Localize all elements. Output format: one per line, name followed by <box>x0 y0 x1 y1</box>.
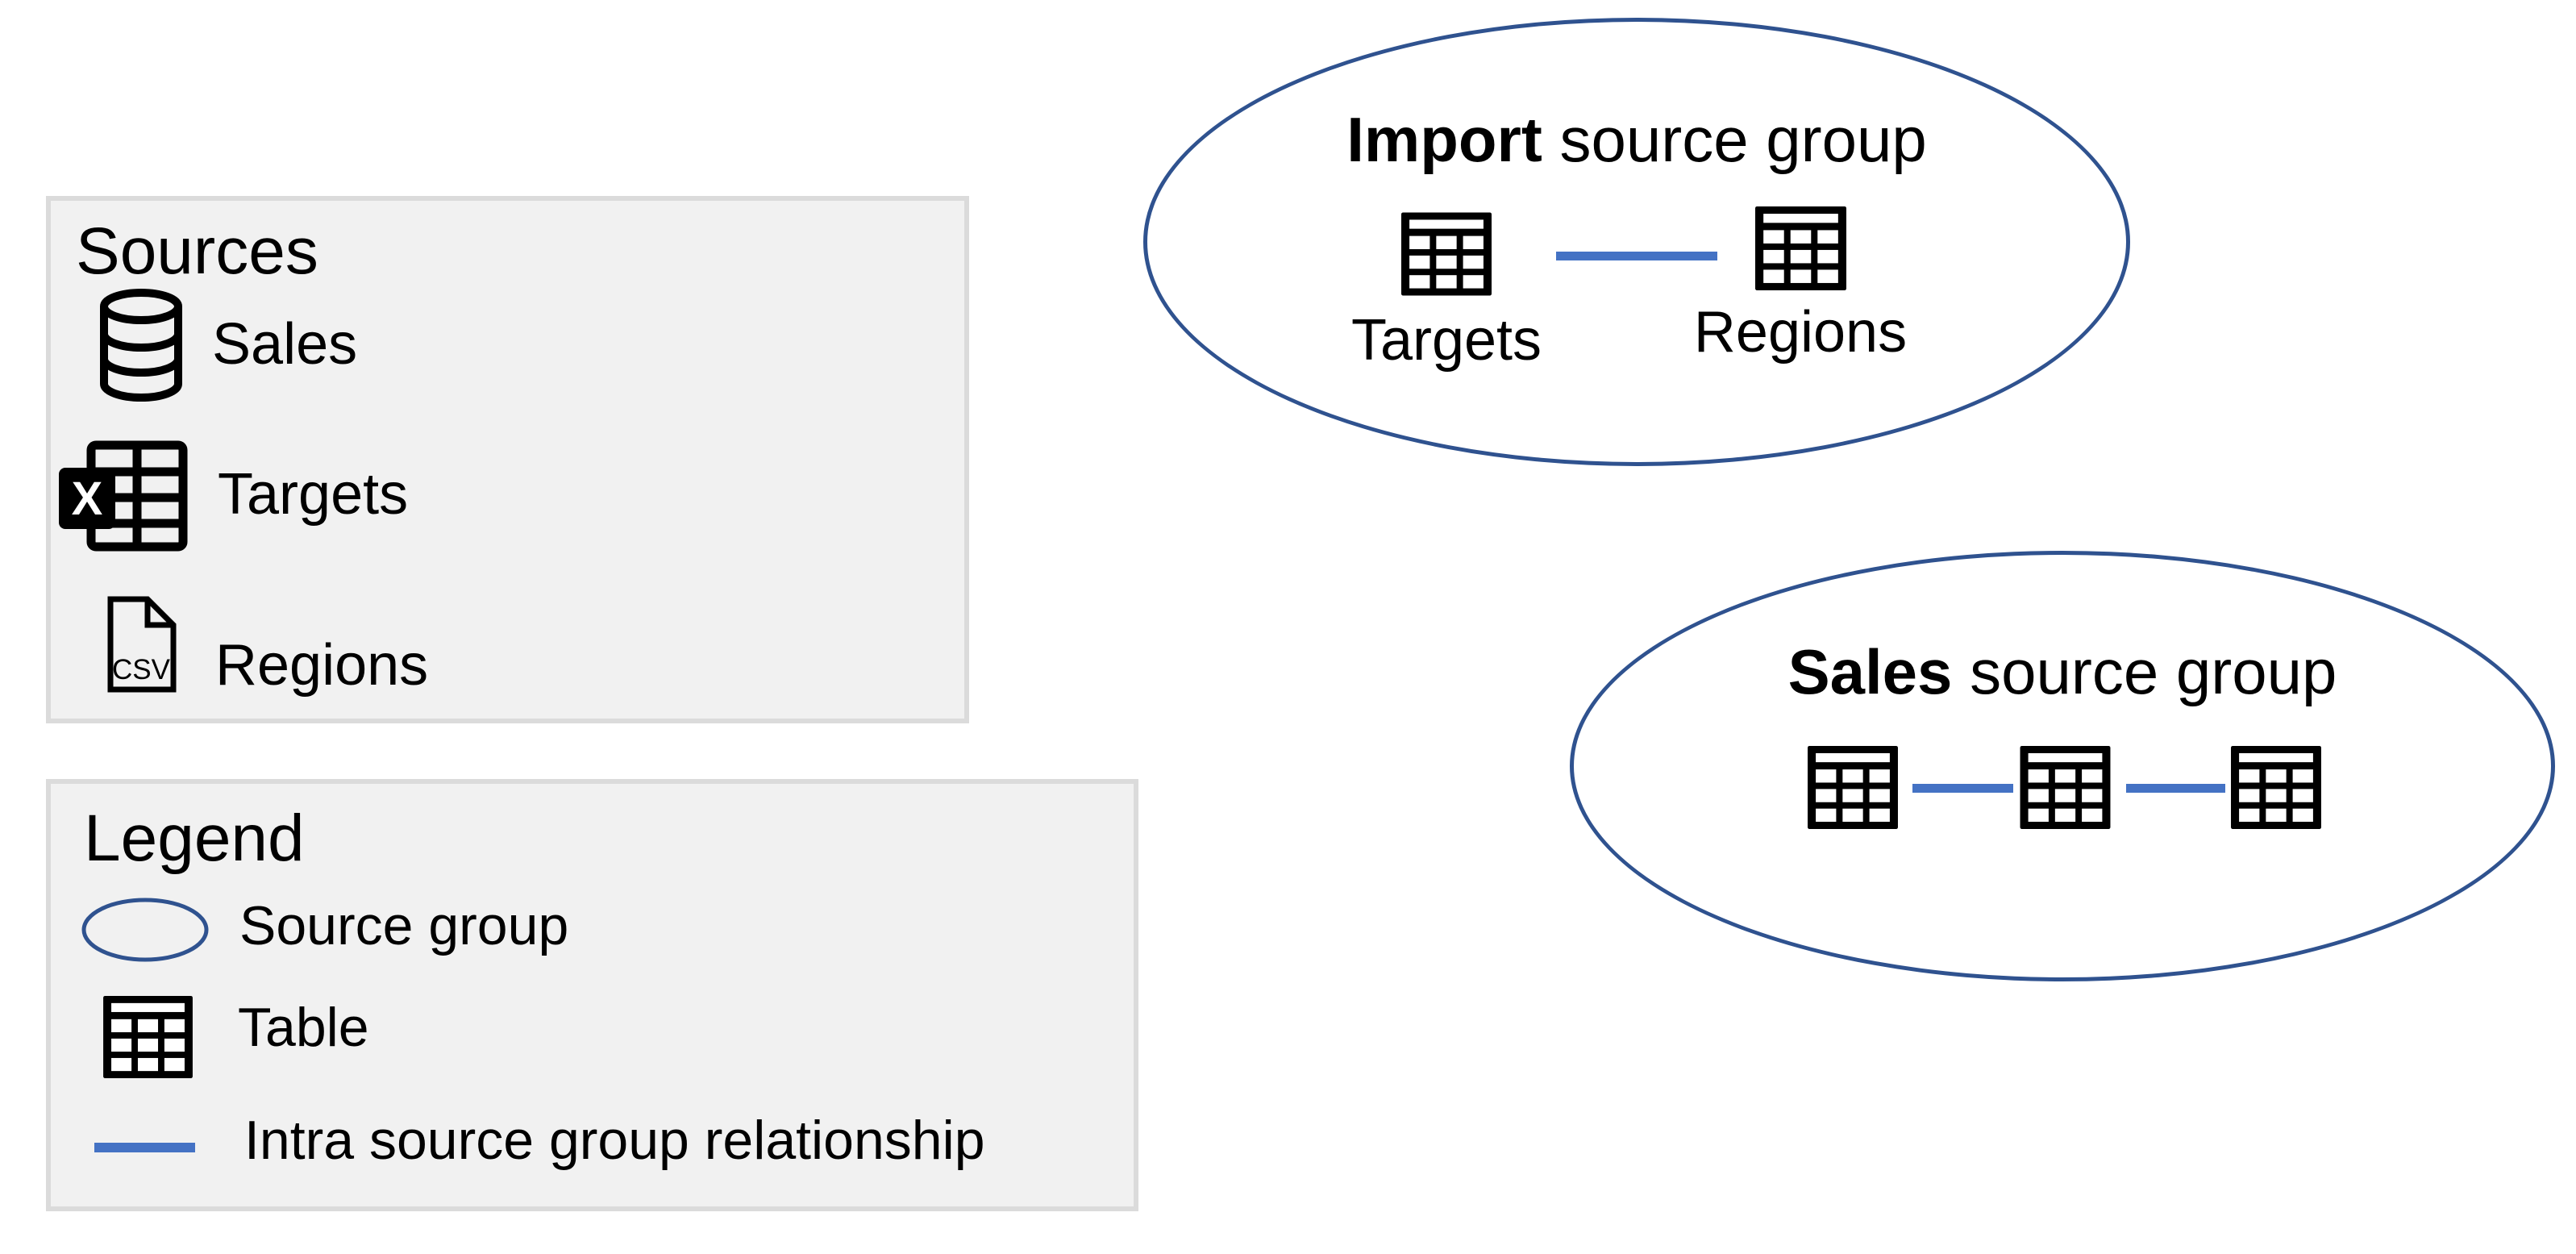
sales-source-group-ellipse <box>1570 551 2555 981</box>
sources-panel-title: Sources <box>76 215 318 288</box>
source-item-label-regions: Regions <box>215 633 429 698</box>
source-item-label-targets: Targets <box>218 462 409 527</box>
relationship-line-icon <box>94 1143 195 1152</box>
sales-source-group-title-rest: source group <box>1952 636 2337 707</box>
legend-item-label-source-group: Source group <box>239 895 569 956</box>
legend-item-label-relationship: Intra source group relationship <box>244 1110 985 1171</box>
import-source-group-title: Import source group <box>1143 108 2130 171</box>
database-icon <box>97 289 185 402</box>
source-item-label-sales: Sales <box>212 312 358 377</box>
relationship-line-sales-1 <box>1912 784 2013 793</box>
table-icon-sales-1 <box>1808 746 1898 829</box>
relationship-line-targets-regions <box>1556 252 1717 260</box>
csv-file-icon: CSV <box>102 595 178 694</box>
legend-panel-title: Legend <box>84 802 305 875</box>
import-source-group-ellipse <box>1143 18 2130 466</box>
import-source-group-title-rest: source group <box>1542 104 1927 175</box>
table-icon-sales-3 <box>2231 746 2321 829</box>
table-icon <box>102 996 194 1078</box>
table-icon-sales-2 <box>2020 746 2111 829</box>
csv-label: CSV <box>112 654 171 685</box>
table-label-targets: Targets <box>1350 308 1542 373</box>
sources-panel: Sources <box>46 196 969 723</box>
legend-panel: Legend <box>46 779 1138 1211</box>
sales-source-group-title: Sales source group <box>1570 640 2555 703</box>
table-icon-regions <box>1755 206 1846 291</box>
source-group-ellipse-icon <box>81 897 210 963</box>
sales-source-group-title-bold: Sales <box>1787 636 1953 707</box>
excel-workbook-icon: X <box>59 440 188 552</box>
table-icon-targets <box>1401 211 1492 297</box>
excel-x-letter: X <box>72 473 103 525</box>
import-source-group-title-bold: Import <box>1346 104 1542 175</box>
relationship-line-sales-2 <box>2126 784 2225 793</box>
table-label-regions: Regions <box>1693 300 1908 365</box>
legend-item-label-table: Table <box>238 997 369 1058</box>
